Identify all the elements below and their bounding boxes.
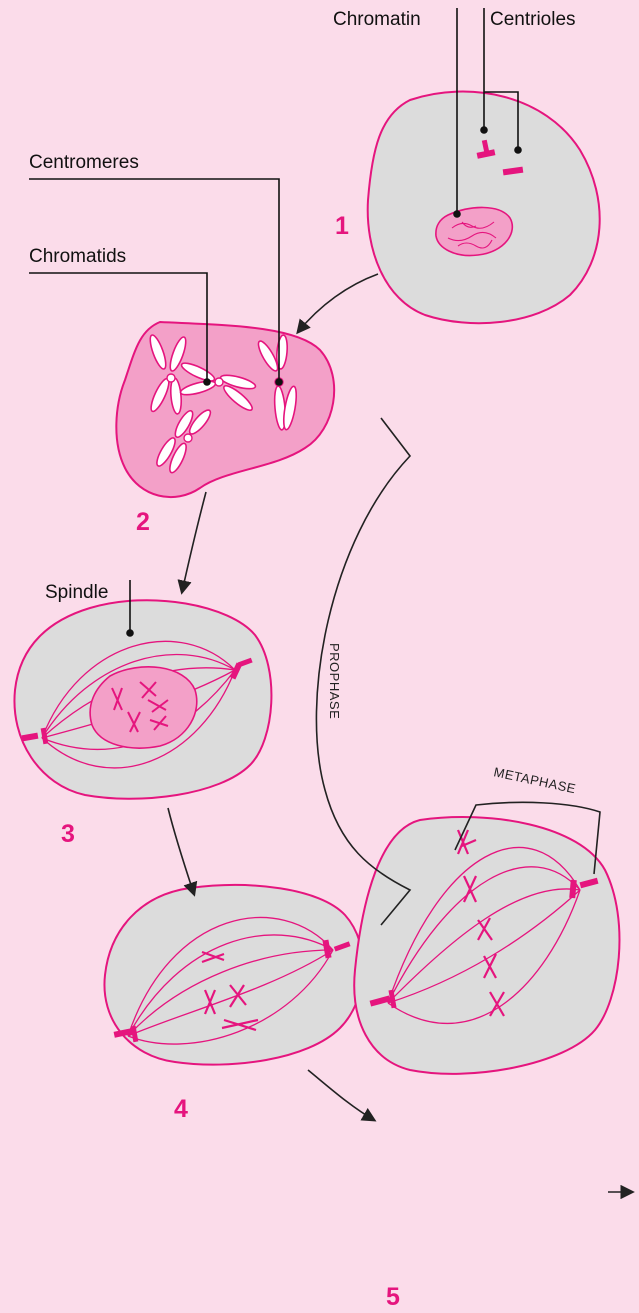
stage-number-3: 3: [61, 820, 75, 848]
label-spindle: Spindle: [45, 582, 108, 603]
stage-5-cell: [354, 817, 619, 1074]
stage-3-cell: [14, 600, 271, 799]
label-centromeres: Centromeres: [29, 152, 139, 173]
arrow-4-to-5: [308, 1070, 374, 1120]
label-chromatids: Chromatids: [29, 246, 126, 267]
stage-number-2: 2: [136, 508, 150, 536]
arrow-2-to-3: [182, 492, 206, 592]
stage-number-1: 1: [335, 212, 349, 240]
stage-number-5: 5: [386, 1283, 400, 1311]
arrow-3-to-4: [168, 808, 194, 894]
metaphase-label: METAPHASE: [492, 764, 577, 796]
label-centrioles: Centrioles: [490, 9, 576, 30]
cell-4-membrane: [104, 885, 363, 1065]
arrow-1-to-2: [298, 274, 378, 332]
label-chromatin: Chromatin: [333, 9, 421, 30]
stage-4-cell: [104, 885, 363, 1065]
stage-number-4: 4: [174, 1095, 188, 1123]
stage-2-cell: [116, 322, 334, 497]
cell-2-membrane: [116, 322, 334, 497]
cell-3-nucleus: [90, 667, 197, 748]
prophase-label: PROPHASE: [327, 643, 342, 719]
